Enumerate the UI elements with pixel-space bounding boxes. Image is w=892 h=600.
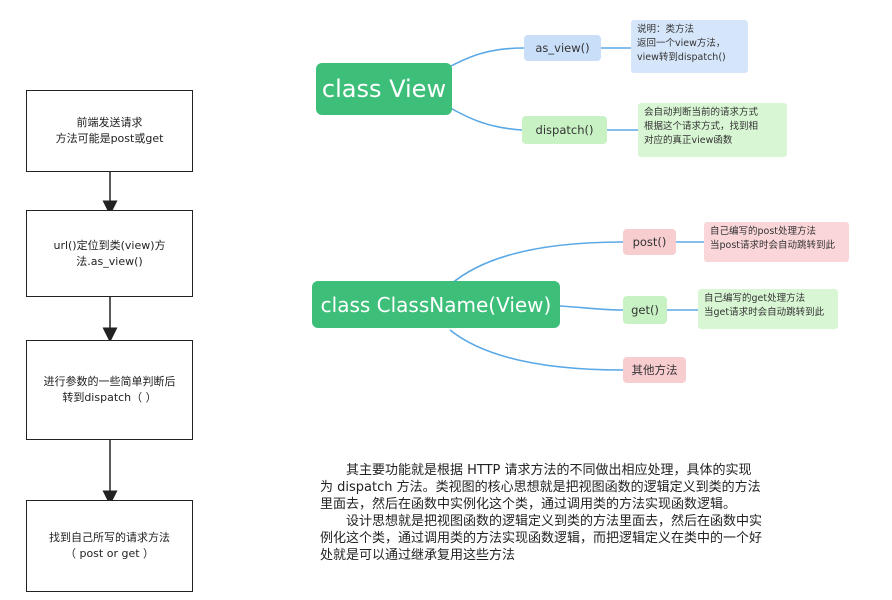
link-view-asview xyxy=(439,47,525,73)
flow-step-1: 前端发送请求 方法可能是post或get xyxy=(26,90,193,172)
desc-line: 为 dispatch 方法。类视图的核心思想就是把视图函数的逻辑定义到类的方法 xyxy=(320,480,761,495)
description-text: 其主要功能就是根据 HTTP 请求方法的不同做出相应处理，具体的实现 为 dis… xyxy=(320,462,872,564)
branch-other-methods: 其他方法 xyxy=(623,357,686,383)
desc-line: 里面去，然后在函数中实例化这个类，通过调用类的方法实现函数逻辑。 xyxy=(320,497,737,512)
desc-line: 设计思想就是把视图函数的逻辑定义到类的方法里面去，然后在函数中实 xyxy=(320,514,763,529)
root-class-view: class View xyxy=(316,63,452,115)
note-get: 自己编写的get处理方法 当get请求时会自动跳转到此 xyxy=(698,289,838,329)
desc-line: 处就是可以通过继承复用这些方法 xyxy=(320,548,516,563)
flow-step-3: 进行参数的一些简单判断后 转到dispatch（ ） xyxy=(26,340,193,440)
flow-step-2: url()定位到类(view)方 法.as_view() xyxy=(26,210,193,297)
link-cls-get xyxy=(559,305,624,311)
link-cls-other xyxy=(449,329,624,371)
note-dispatch: 会自动判断当前的请求方式 根据这个请求方式，找到相 对应的真正view函数 xyxy=(638,103,787,157)
flow-step-4: 找到自己所写的请求方法 （ post or get ） xyxy=(26,500,193,592)
branch-as-view: as_view() xyxy=(524,35,601,61)
note-post: 自己编写的post处理方法 当post请求时会自动跳转到此 xyxy=(704,222,849,262)
branch-dispatch: dispatch() xyxy=(522,116,607,144)
branch-post: post() xyxy=(623,229,676,255)
branch-get: get() xyxy=(623,296,667,324)
note-as-view: 说明：类方法 返回一个view方法， view转到dispatch() xyxy=(631,20,748,73)
desc-line: 其主要功能就是根据 HTTP 请求方法的不同做出相应处理，具体的实现 xyxy=(320,463,752,478)
link-cls-post xyxy=(449,241,624,286)
desc-line: 例化这个类，通过调用类的方法实现函数逻辑，而把逻辑定义在类中的一个好 xyxy=(320,531,763,546)
root-class-classname: class ClassName(View) xyxy=(312,281,560,328)
link-view-dispatch xyxy=(439,101,523,131)
